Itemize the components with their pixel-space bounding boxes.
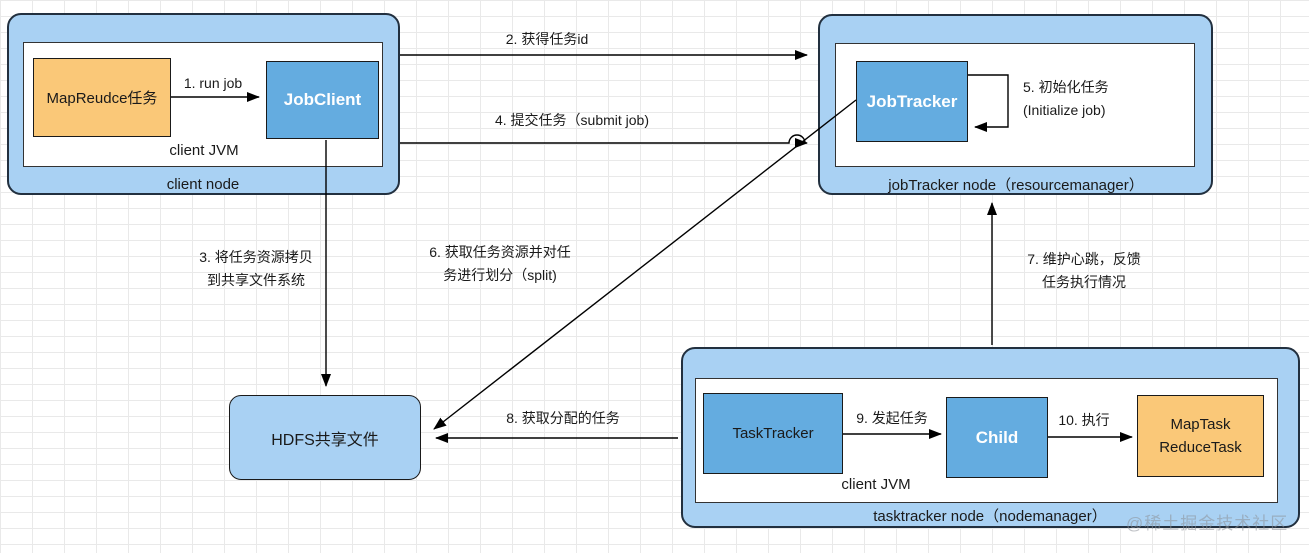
edge-label-initialize-job-line1: 5. 初始化任务: [1023, 79, 1109, 95]
watermark: @稀土掘金技术社区: [1126, 514, 1289, 533]
tasktracker-node-label: tasktracker node（nodemanager）: [873, 508, 1107, 525]
edge-label-copy-resources: 3. 将任务资源拷贝 到共享文件系统: [199, 246, 313, 292]
mapreduce-task-box: MapReudce任务: [33, 58, 171, 137]
child-box: Child: [946, 397, 1048, 478]
maptask-lines: MapTask ReduceTask: [1159, 413, 1242, 459]
maptask-label: MapTask: [1170, 416, 1231, 433]
hdfs-box: HDFS共享文件: [229, 395, 421, 480]
hdfs-label: HDFS共享文件: [271, 431, 379, 449]
client-jvm-label: client JVM: [169, 142, 239, 159]
jobclient-label: JobClient: [283, 90, 362, 109]
tasktracker-label: TaskTracker: [732, 425, 814, 442]
edge-label-retrieve-split-line2: 务进行划分（split): [443, 267, 557, 283]
edge-label-retrieve-split: 6. 获取任务资源并对任 务进行划分（split): [429, 241, 571, 287]
edge-label-copy-resources-line2: 到共享文件系统: [206, 272, 305, 288]
edge-label-submit-job: 4. 提交任务（submit job): [494, 112, 650, 128]
client-node-label: client node: [166, 176, 240, 193]
edge-label-initialize-job-line2: (Initialize job): [1023, 102, 1106, 118]
jobclient-box: JobClient: [266, 61, 379, 139]
jobtracker-box: JobTracker: [856, 61, 968, 142]
mapreduce-task-label: MapReudce任务: [46, 90, 158, 107]
edge-label-heartbeat-line1: 7. 维护心跳，反馈: [1027, 251, 1141, 267]
edge-label-heartbeat-line2: 任务执行情况: [1041, 274, 1126, 290]
edge-label-launch-task: 9. 发起任务: [856, 410, 928, 426]
maptask-reducetask-box: MapTask ReduceTask: [1137, 395, 1264, 477]
edge-label-run-job: 1. run job: [183, 75, 243, 91]
tasktracker-jvm-label: client JVM: [841, 476, 911, 493]
edge-label-get-job-id: 2. 获得任务id: [505, 31, 589, 47]
edge-label-run-task: 10. 执行: [1058, 412, 1110, 428]
edge-label-initialize-job: 5. 初始化任务 (Initialize job): [1023, 76, 1109, 122]
jobtracker-node-label: jobTracker node（resourcemanager）: [888, 177, 1144, 194]
reducetask-label: ReduceTask: [1159, 439, 1242, 456]
jobtracker-label: JobTracker: [866, 91, 958, 111]
edge-label-retrieve-split-line1: 6. 获取任务资源并对任: [429, 244, 571, 260]
edge-submit-job: [400, 134, 808, 148]
tasktracker-box: TaskTracker: [703, 393, 843, 474]
edge-label-heartbeat: 7. 维护心跳，反馈 任务执行情况: [1027, 248, 1141, 294]
edge-label-get-assigned-task: 8. 获取分配的任务: [506, 410, 620, 426]
child-label: Child: [975, 427, 1019, 447]
edge-label-copy-resources-line1: 3. 将任务资源拷贝: [199, 249, 313, 265]
